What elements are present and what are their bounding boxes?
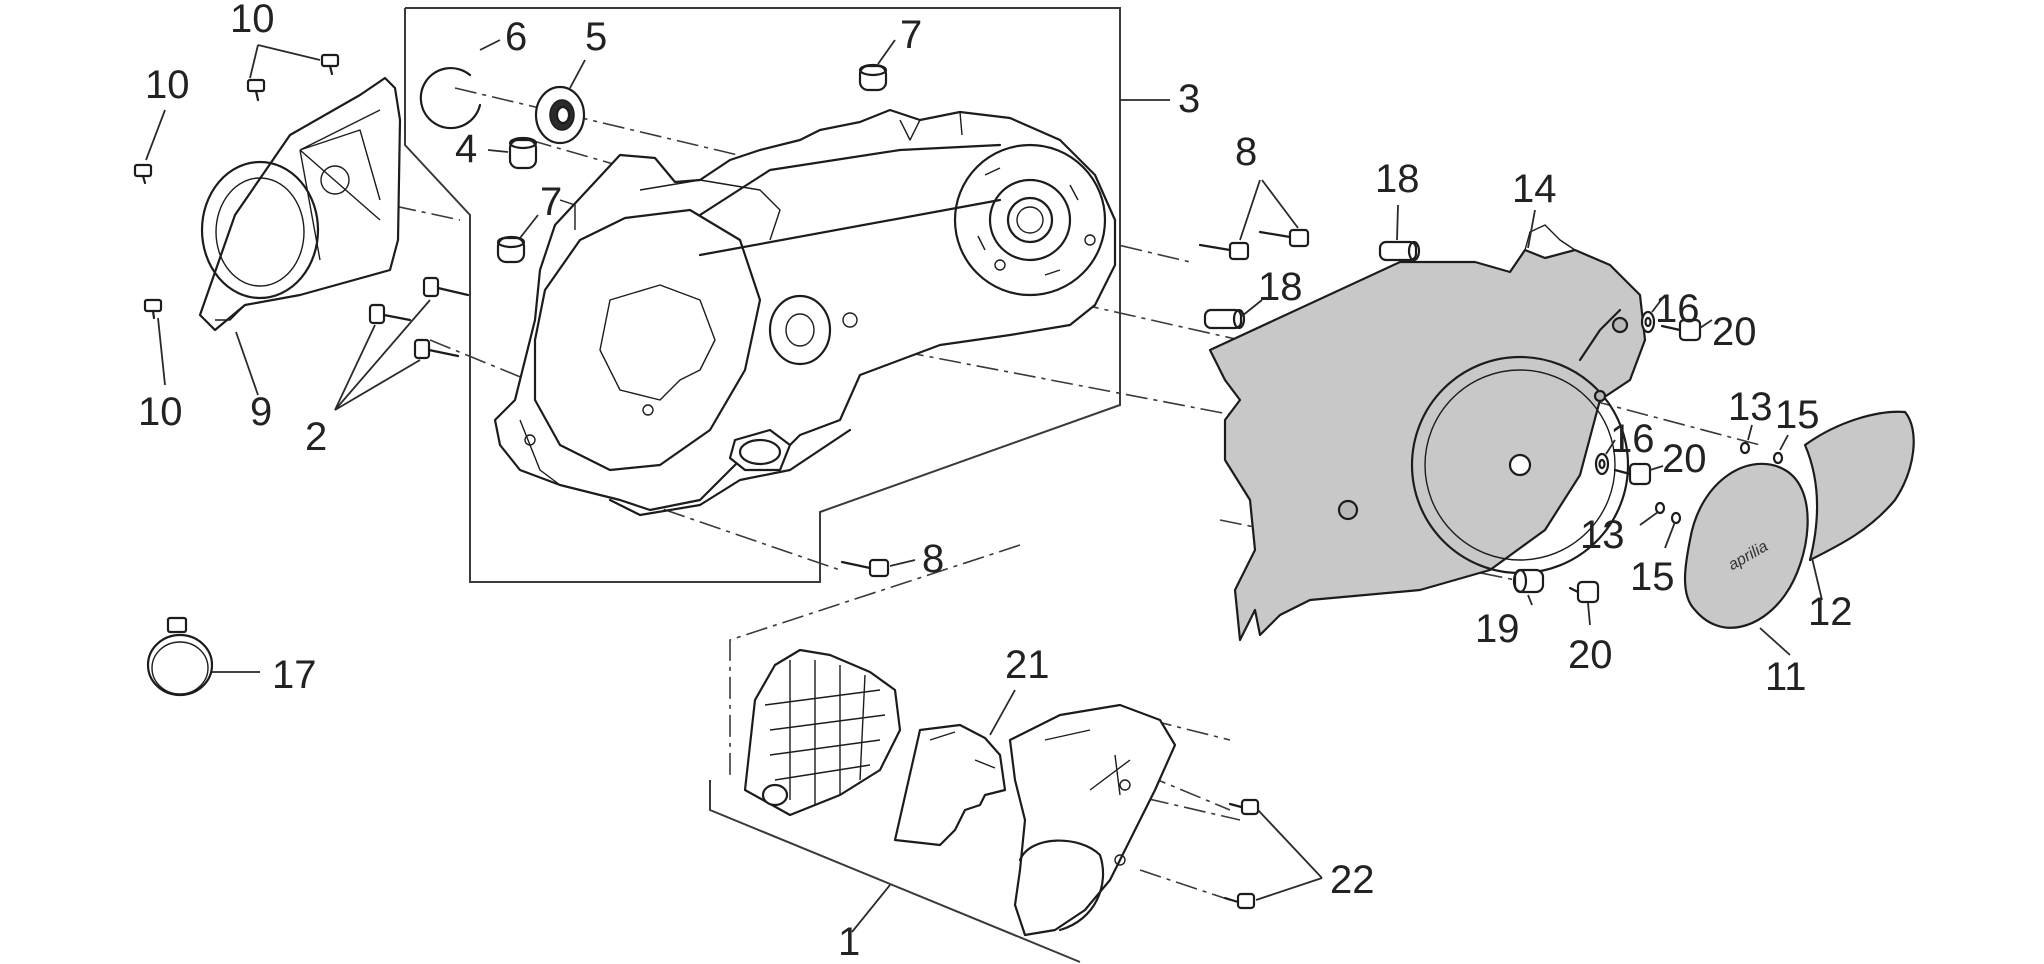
part-11-logo-cap: aprilia xyxy=(1683,462,1809,629)
part-3-transmission-case xyxy=(493,108,1117,517)
part-18-spacers xyxy=(1203,240,1421,330)
bolt-2-c xyxy=(413,338,460,360)
intake-grille xyxy=(743,648,902,817)
bolt-20-c xyxy=(1568,580,1600,604)
part-7-dowel-a xyxy=(858,63,888,92)
washer-16-a xyxy=(1640,310,1656,334)
label-16-mid: 16 xyxy=(1610,417,1655,461)
screw-22-a xyxy=(1228,798,1260,816)
label-19: 19 xyxy=(1475,607,1520,651)
part-15-small-parts xyxy=(1670,451,1784,525)
assembly-frame-1 xyxy=(709,544,1081,963)
label-18-top: 18 xyxy=(1375,157,1420,201)
screw-10-a xyxy=(246,78,266,102)
label-10-top: 10 xyxy=(230,0,275,41)
label-1: 1 xyxy=(838,920,860,964)
label-7-top: 7 xyxy=(900,13,922,57)
label-10-bottom: 10 xyxy=(138,390,183,434)
label-5: 5 xyxy=(585,15,607,59)
bolt-8-b xyxy=(1258,228,1310,248)
screw-10-c xyxy=(133,163,153,185)
screw-22-b xyxy=(1223,892,1256,910)
part-9-outer-cover xyxy=(198,76,402,332)
label-11: 11 xyxy=(1765,655,1807,699)
part-22-screws xyxy=(1223,798,1260,910)
label-21: 21 xyxy=(1005,643,1050,687)
label-16-top: 16 xyxy=(1655,287,1700,331)
label-20-top: 20 xyxy=(1712,310,1757,354)
spacer-18-b xyxy=(1203,308,1246,330)
part-17-hose-clamp xyxy=(146,616,214,697)
screw-10-d xyxy=(143,298,163,320)
part-5-bearing xyxy=(534,85,586,145)
part-number-labels: 10 10 10 9 2 6 5 4 7 7 3 8 8 18 18 14 16… xyxy=(138,0,1853,964)
bolt-20-b xyxy=(1613,462,1652,486)
label-14: 14 xyxy=(1512,167,1557,211)
label-9: 9 xyxy=(250,390,272,434)
duct-shell xyxy=(1008,703,1177,937)
part-2-bolts xyxy=(368,276,470,360)
label-3: 3 xyxy=(1178,77,1200,121)
washer-16-b xyxy=(1594,452,1610,476)
bolt-2-b xyxy=(368,303,412,325)
bolt-2-a xyxy=(422,276,470,298)
label-12: 12 xyxy=(1808,590,1853,634)
label-20-mid: 20 xyxy=(1662,437,1707,481)
label-2: 2 xyxy=(305,415,327,459)
label-20-lower: 20 xyxy=(1568,633,1613,677)
part-16-washers xyxy=(1594,310,1656,476)
bolt-8-a xyxy=(1198,241,1250,261)
part-6-circlip xyxy=(419,66,482,130)
part-4-bushing xyxy=(508,136,538,170)
label-6: 6 xyxy=(505,15,527,59)
part-21-gasket xyxy=(893,723,1007,847)
assembly-frame-3 xyxy=(404,7,1121,583)
part-10-screws xyxy=(133,53,340,320)
screw-10-b xyxy=(320,53,340,76)
leader-lines xyxy=(145,39,1823,933)
part-8-bolts xyxy=(840,228,1310,578)
label-13-top: 13 xyxy=(1728,385,1773,429)
label-18-mid: 18 xyxy=(1258,265,1303,309)
part-20-bolts xyxy=(1568,318,1702,604)
part-13-small-parts xyxy=(1654,441,1751,515)
bolt-20-a xyxy=(1660,318,1702,342)
label-17: 17 xyxy=(272,653,317,697)
bolt-8-c xyxy=(840,558,890,578)
part-14-outer-cover xyxy=(1208,224,1647,642)
label-15-top: 15 xyxy=(1775,393,1820,437)
label-22: 22 xyxy=(1330,858,1375,902)
label-15-lower: 15 xyxy=(1630,555,1675,599)
label-10-left: 10 xyxy=(145,63,190,107)
part-1-air-intake-assembly xyxy=(743,648,1177,937)
spacer-18-a xyxy=(1378,240,1421,262)
part-19-spacer xyxy=(1512,568,1545,594)
label-4: 4 xyxy=(455,127,477,171)
label-7-mid: 7 xyxy=(540,180,562,224)
label-8-top: 8 xyxy=(1235,130,1257,174)
label-13-lower: 13 xyxy=(1580,513,1625,557)
part-12-panel xyxy=(1803,410,1915,562)
label-8-lower: 8 xyxy=(922,537,944,581)
part-7-dowel-b xyxy=(496,235,526,264)
